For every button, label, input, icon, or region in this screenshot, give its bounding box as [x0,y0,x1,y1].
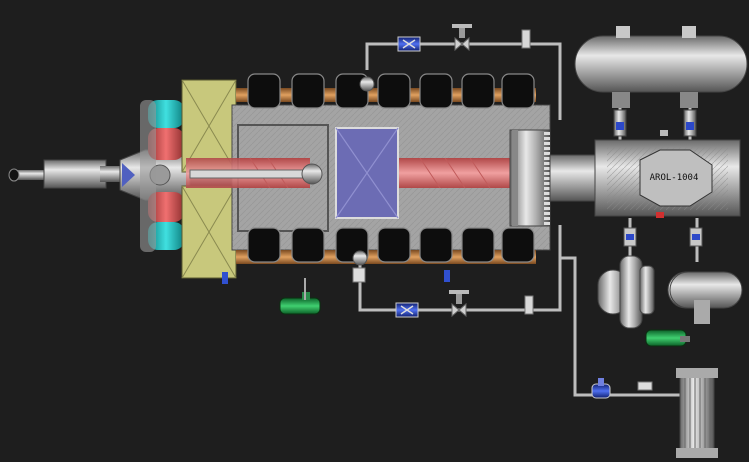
air-receiver-tank[interactable] [574,26,748,108]
gear-tooth [544,217,550,220]
valve-top[interactable] [452,24,472,52]
gear-tooth [544,202,550,205]
gear-tooth [544,187,550,190]
gear-tooth [544,147,550,150]
cylinder-head[interactable] [501,73,535,109]
valve-bottom[interactable] [449,290,469,318]
gear-tooth [544,177,550,180]
exhaust-outlet [8,159,122,189]
cylinder-head[interactable] [247,227,281,263]
gear-tooth [544,212,550,215]
sensor-icon [521,29,531,49]
cylinder-head[interactable] [291,73,325,109]
pump-icon [279,297,321,315]
exhaust-manifold [186,157,510,189]
coolant-pumps[interactable] [597,255,743,329]
gear-tooth [544,172,550,175]
tank-valves[interactable] [613,109,703,247]
sensor-bottom[interactable] [524,295,534,315]
tag-label: AROL-1004 [650,173,699,183]
generator-housing[interactable]: AROL-1004 [594,139,741,218]
coupling [549,154,599,202]
oil-filter[interactable] [676,368,718,458]
filter-bottom[interactable] [395,302,419,318]
gear-tooth [544,142,550,145]
gear-tooth [544,152,550,155]
cylinder-head[interactable] [461,227,495,263]
gear-tooth [544,157,550,160]
cylinder-head[interactable] [501,227,535,263]
pump-right[interactable] [645,329,690,347]
intake-probes [352,76,375,283]
flywheel[interactable] [509,129,551,227]
cylinder-head[interactable] [419,73,453,109]
drain-valve[interactable] [591,378,653,399]
gear-tooth [544,197,550,200]
valve-icon [454,36,470,52]
sensor-icon [524,295,534,315]
level-sensors [222,270,450,300]
tank-icon [612,92,630,108]
gear-tooth [544,132,550,135]
valve-icon [591,383,611,399]
gear-tooth [544,137,550,140]
pump-left[interactable] [279,292,321,315]
gear-tooth [544,222,550,225]
valve-block[interactable] [335,127,399,219]
gear-tooth [544,167,550,170]
gear-tooth [544,162,550,165]
intake-rolls [140,100,184,252]
cylinder-head[interactable] [419,227,453,263]
gear-tooth [544,182,550,185]
sensor-top[interactable] [521,29,531,49]
cylinder-head[interactable] [377,227,411,263]
cylinder-head[interactable] [247,73,281,109]
filter-top[interactable] [397,36,421,52]
valve-icon [451,302,467,318]
cylinder-head[interactable] [461,73,495,109]
gear-tooth [544,192,550,195]
gear-tooth [544,207,550,210]
cylinder-head[interactable] [377,73,411,109]
cylinder-head[interactable] [291,227,325,263]
